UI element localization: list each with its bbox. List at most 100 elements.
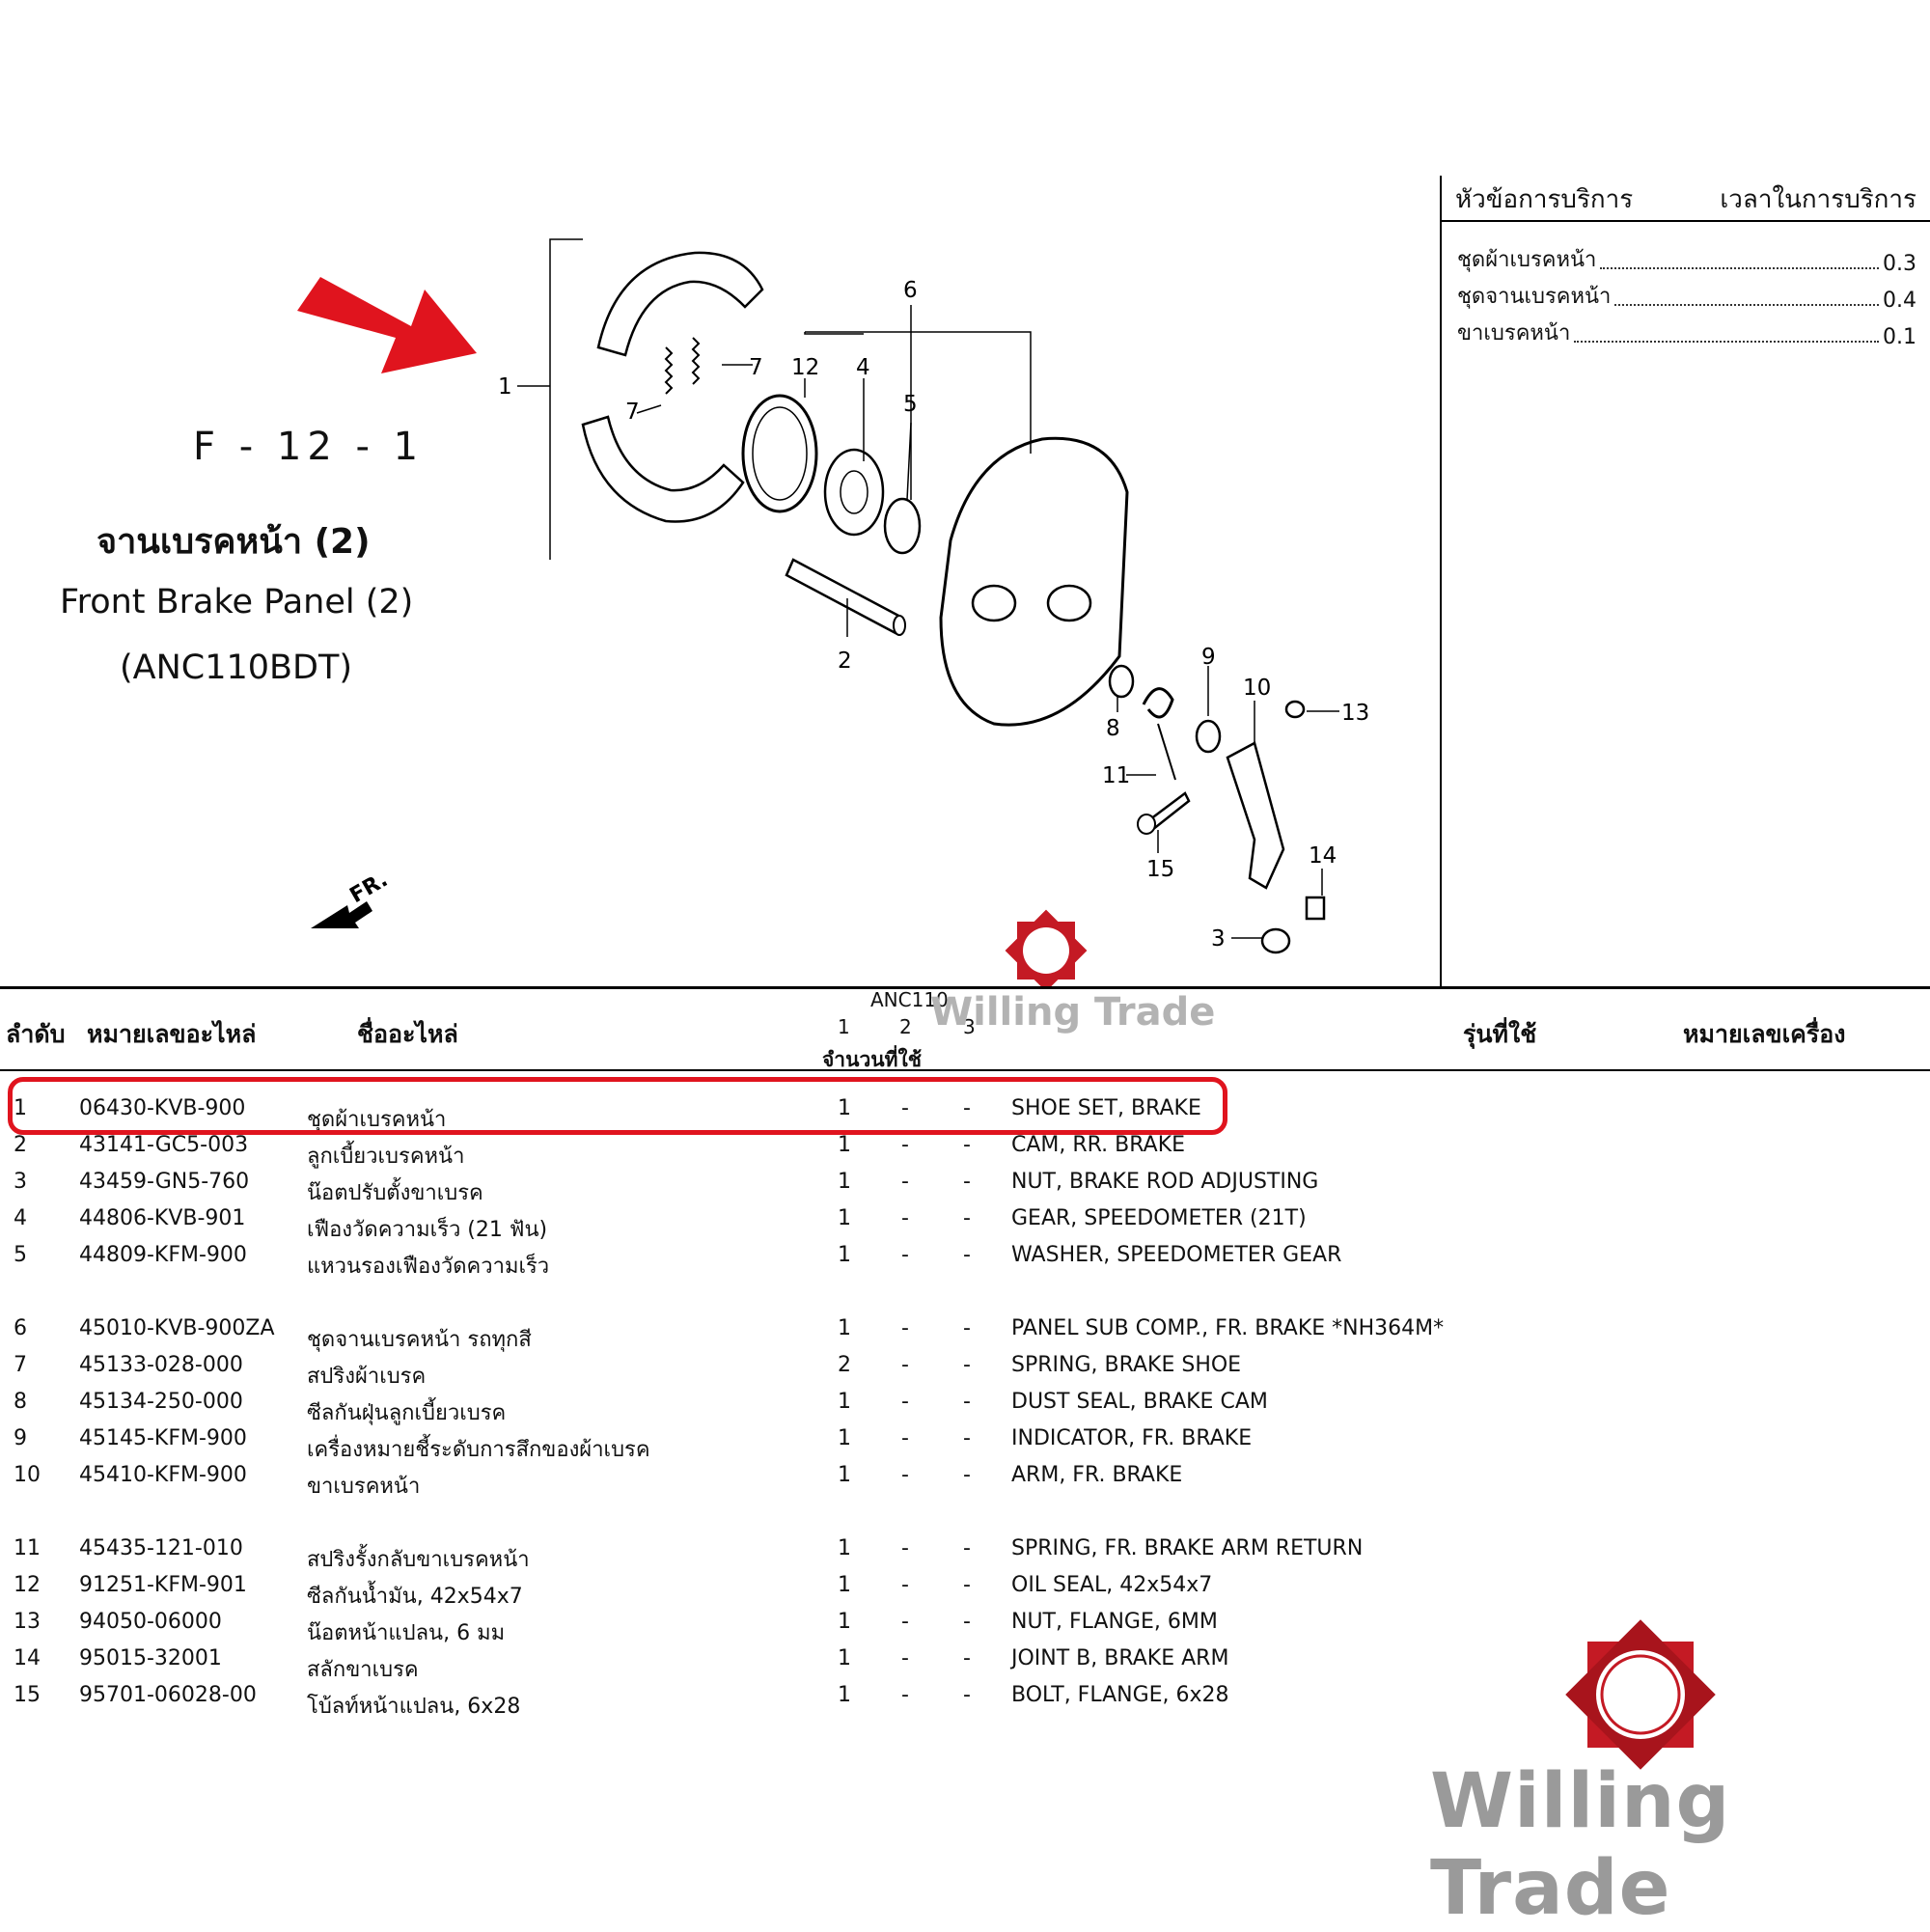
part-name-english: OIL SEAL, 42x54x7 <box>1011 1573 1213 1597</box>
row-number: 2 <box>14 1133 27 1157</box>
part-number: 45010-KVB-900ZA <box>79 1316 275 1340</box>
part-name-english: SPRING, BRAKE SHOE <box>1011 1353 1242 1377</box>
part-name-thai: ซีลกันฝุ่นลูกเบี้ยวเบรค <box>307 1401 507 1425</box>
qty-1: 1 <box>838 1390 851 1414</box>
table-header-rule <box>0 1069 1930 1071</box>
row-number: 6 <box>14 1316 27 1340</box>
part-name-thai: ชุดผ้าเบรคหน้า <box>307 1108 447 1132</box>
part-number: 45435-121-010 <box>79 1536 243 1560</box>
callout-6: 6 <box>903 278 918 303</box>
qty-2: - <box>901 1610 909 1634</box>
shoe-set-bracket <box>549 238 583 560</box>
watermark-text-small: Willing Trade <box>930 990 1216 1035</box>
watermark-brand-text: Willing Trade <box>1430 1758 1731 1932</box>
col-header-model: ANC110 <box>870 988 949 1011</box>
row-number: 3 <box>14 1170 27 1194</box>
row-number: 14 <box>14 1646 41 1670</box>
part-name-english: DUST SEAL, BRAKE CAM <box>1011 1390 1268 1414</box>
qty-1: 1 <box>838 1316 851 1340</box>
row-number: 11 <box>14 1536 41 1560</box>
col-header-no: ลำดับ <box>6 1020 66 1048</box>
part-name-english: JOINT B, BRAKE ARM <box>1011 1646 1229 1670</box>
brake-shoe-spring <box>664 346 674 395</box>
qty-2: - <box>901 1316 909 1340</box>
qty-2: - <box>901 1206 909 1230</box>
part-number: 43141-GC5-003 <box>79 1133 249 1157</box>
callout-5: 5 <box>903 392 918 417</box>
qty-2: - <box>901 1573 909 1597</box>
part-number: 45133-028-000 <box>79 1353 243 1377</box>
qty-1: 1 <box>838 1206 851 1230</box>
service-panel-header: หัวข้อการบริการ เวลาในการบริการ <box>1455 179 1916 220</box>
qty-2: - <box>901 1536 909 1560</box>
qty-3: - <box>963 1426 971 1450</box>
row-number: 4 <box>14 1206 27 1230</box>
part-name-english: CAM, RR. BRAKE <box>1011 1133 1186 1157</box>
front-direction-arrow-icon <box>311 901 372 928</box>
qty-3: - <box>963 1170 971 1194</box>
qty-3: - <box>963 1206 971 1230</box>
row-number: 9 <box>14 1426 27 1450</box>
part-number: 91251-KFM-901 <box>79 1573 247 1597</box>
brake-shoe-lower <box>581 415 745 523</box>
row-number: 13 <box>14 1610 41 1634</box>
part-name-thai: สปริงรั้งกลับขาเบรคหน้า <box>307 1548 530 1572</box>
qty-2: - <box>901 1133 909 1157</box>
qty-3: - <box>963 1096 971 1120</box>
part-name-english: PANEL SUB COMP., FR. BRAKE *NH364M* <box>1011 1316 1445 1340</box>
service-panel-divider <box>1440 176 1442 988</box>
part-number: 44809-KFM-900 <box>79 1243 247 1267</box>
service-item-header: หัวข้อการบริการ <box>1455 185 1634 214</box>
qty-1: 1 <box>838 1096 851 1120</box>
qty-2: - <box>901 1646 909 1670</box>
oil-seal-ring <box>741 394 818 513</box>
callout-7a: 7 <box>749 355 763 380</box>
figure-title-thai: จานเบรคหน้า (2) <box>96 522 371 562</box>
qty-1: 1 <box>838 1683 851 1707</box>
callout-15: 15 <box>1146 857 1174 882</box>
adjusting-nut <box>1260 927 1291 954</box>
col-header-engine-number: หมายเลขเครื่อง <box>1683 1020 1846 1048</box>
part-number: 45145-KFM-900 <box>79 1426 247 1450</box>
col-header-part-name: ชื่ออะไหล่ <box>357 1020 458 1048</box>
part-number: 45410-KFM-900 <box>79 1463 247 1487</box>
col-header-qty-3: 3 <box>963 1015 976 1038</box>
service-time-header: เวลาในการบริการ <box>1720 185 1916 214</box>
qty-1: 1 <box>838 1243 851 1267</box>
red-pointer-arrow-icon <box>297 277 477 373</box>
qty-1: 2 <box>838 1353 851 1377</box>
part-number: 95015-32001 <box>79 1646 222 1670</box>
front-direction-label: FR. <box>346 868 393 908</box>
willing-trade-logo-small <box>1005 909 1088 986</box>
part-name-english: SPRING, FR. BRAKE ARM RETURN <box>1011 1536 1364 1560</box>
part-number: 95701-06028-00 <box>79 1683 257 1707</box>
part-name-thai: น๊อตหน้าแปลน, 6 มม <box>307 1621 506 1645</box>
row-number: 5 <box>14 1243 27 1267</box>
brake-shoe-spring <box>691 337 701 385</box>
part-name-english: NUT, BRAKE ROD ADJUSTING <box>1011 1170 1319 1194</box>
part-name-thai: ขาเบรคหน้า <box>307 1475 421 1499</box>
part-name-thai: ลูกเบี้ยวเบรคหน้า <box>307 1145 465 1169</box>
qty-3: - <box>963 1316 971 1340</box>
service-header-rule <box>1440 220 1930 222</box>
part-number: 44806-KVB-901 <box>79 1206 246 1230</box>
part-name-english: WASHER, SPEEDOMETER GEAR <box>1011 1243 1342 1267</box>
table-top-rule <box>0 986 1930 989</box>
qty-1: 1 <box>838 1170 851 1194</box>
qty-1: 1 <box>838 1536 851 1560</box>
part-name-thai: เครื่องหมายชี้ระดับการสึกของผ้าเบรค <box>307 1438 650 1462</box>
willing-trade-logo-icon <box>1565 1619 1716 1770</box>
part-name-thai: ชุดจานเบรคหน้า รถทุกสี <box>307 1328 532 1352</box>
qty-1: 1 <box>838 1610 851 1634</box>
part-name-english: ARM, FR. BRAKE <box>1011 1463 1183 1487</box>
callout-1: 1 <box>498 374 512 400</box>
